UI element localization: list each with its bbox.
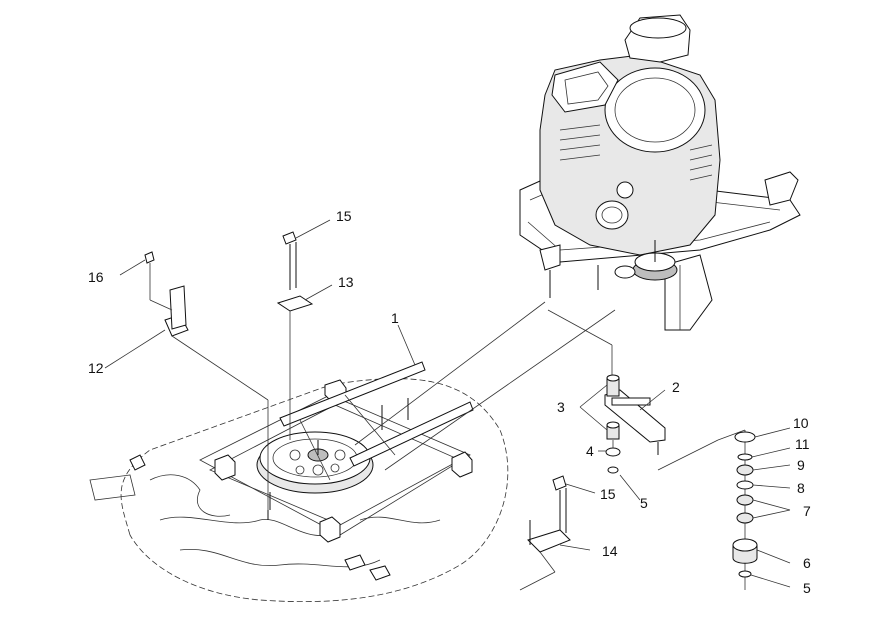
leader-lines: [104, 219, 791, 588]
callout-5-upper: 5: [640, 495, 648, 511]
callout-12: 12: [88, 360, 104, 376]
idler-pulley-stack: [657, 429, 758, 590]
plate-13: [276, 231, 314, 440]
callout-9: 9: [797, 457, 805, 473]
callout-8: 8: [797, 480, 805, 496]
callout-15-lower: 15: [600, 486, 616, 502]
bracket-12: [144, 251, 269, 510]
bracket-14: [519, 475, 571, 591]
callout-10: 10: [793, 415, 809, 431]
callout-5-lower: 5: [803, 580, 811, 596]
callout-15-upper: 15: [336, 208, 352, 224]
callout-1: 1: [391, 310, 399, 326]
callouts: 1 2 3 4 5 5 6 7 8 9 10 11 12 13 14 15 15…: [88, 208, 811, 596]
engine: [519, 14, 801, 331]
callout-13: 13: [338, 274, 354, 290]
callout-7: 7: [803, 503, 811, 519]
callout-2: 2: [672, 379, 680, 395]
callout-3: 3: [557, 399, 565, 415]
callout-16: 16: [88, 269, 104, 285]
mower-deck: [89, 378, 509, 603]
callout-6: 6: [803, 555, 811, 571]
callout-11: 11: [795, 436, 810, 452]
callout-4: 4: [586, 443, 594, 459]
callout-14: 14: [602, 543, 618, 559]
idler-arm-assembly: [604, 374, 666, 474]
drive-belt: [279, 361, 474, 481]
